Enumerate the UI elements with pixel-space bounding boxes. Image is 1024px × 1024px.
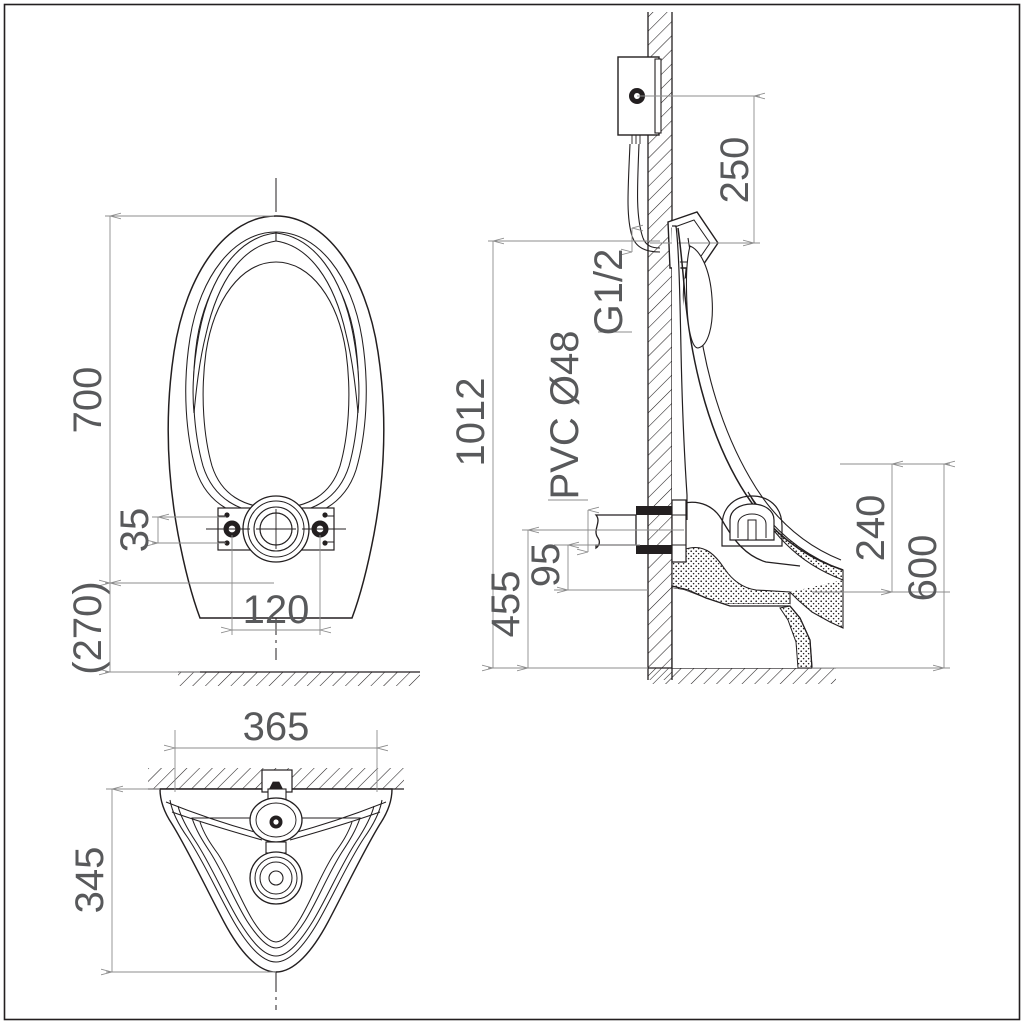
plan-valve-screw-inner <box>273 819 279 825</box>
waste-strainer-fitting <box>721 495 783 547</box>
urinal-deflector <box>685 245 713 349</box>
annotation-label-g12: G1/2 <box>587 249 631 336</box>
socket-flange-plate <box>671 499 687 563</box>
plan-shoulder-right <box>289 801 387 835</box>
strainer-outer <box>721 495 783 547</box>
front-elevation-view <box>167 178 420 686</box>
plan-rim-2 <box>177 805 375 957</box>
supply-tube-inner <box>636 143 644 239</box>
dim-label-35: 35 <box>113 508 157 553</box>
dim-label-345: 345 <box>68 847 112 914</box>
dim-label-455: 455 <box>484 571 528 638</box>
plan-shoulder-left <box>165 801 263 835</box>
flange-corner-screws <box>224 512 328 546</box>
sensor-cable-pins <box>631 135 641 144</box>
front-rim-sliver-right <box>275 232 360 414</box>
outlet-ring-inner <box>253 506 299 552</box>
dim-label-120: 120 <box>243 588 310 632</box>
plan-basin-inner-2 <box>199 821 353 943</box>
side-section-view <box>576 12 860 684</box>
dim-label-270: (270) <box>66 581 110 674</box>
front-view-dimensions <box>105 216 320 672</box>
gasket-lower <box>636 545 672 554</box>
dim-label-250: 250 <box>713 137 757 204</box>
dim-label-1012: 1012 <box>449 378 493 467</box>
plan-view <box>148 768 404 1010</box>
side-view-dimensions <box>488 96 950 668</box>
front-outlet-flange-assembly <box>206 495 346 563</box>
plan-outlet-bore <box>268 870 284 886</box>
annotation-label-pvc: PVC Ø48 <box>543 331 587 500</box>
front-rim-sliver-left <box>192 232 277 414</box>
urinal-base-dotted <box>779 605 813 669</box>
urinal-outer-profile <box>672 226 860 668</box>
sheet-border <box>3 3 1021 1021</box>
plan-shoulder-right-2 <box>289 811 381 841</box>
plan-outlet-r2 <box>254 856 298 900</box>
plan-shoulder-left-2 <box>171 811 263 841</box>
plan-valve-body-inner <box>255 802 297 838</box>
dim-label-700: 700 <box>66 367 110 434</box>
plan-waste-outlet <box>249 851 303 905</box>
strainer-stem <box>747 519 757 541</box>
gasket-upper <box>636 506 672 515</box>
plan-valve-nut-1 <box>265 841 287 854</box>
front-floor-hatch <box>178 671 420 686</box>
side-floor <box>648 667 836 684</box>
dim-label-240: 240 <box>849 495 893 562</box>
dim-label-600: 600 <box>901 535 945 602</box>
dim-label-95: 95 <box>524 543 568 588</box>
urinal-rear-wall <box>672 225 688 520</box>
plan-outlet-r3 <box>259 861 293 895</box>
dim-label-365: 365 <box>243 705 310 749</box>
plan-view-dimensions <box>106 730 377 972</box>
supply-tube-bend2 <box>642 237 661 249</box>
strainer-cap <box>737 513 767 538</box>
plan-rim-1 <box>169 799 383 963</box>
supply-tube-outer <box>627 143 633 237</box>
waste-pipe-stub <box>594 514 637 550</box>
